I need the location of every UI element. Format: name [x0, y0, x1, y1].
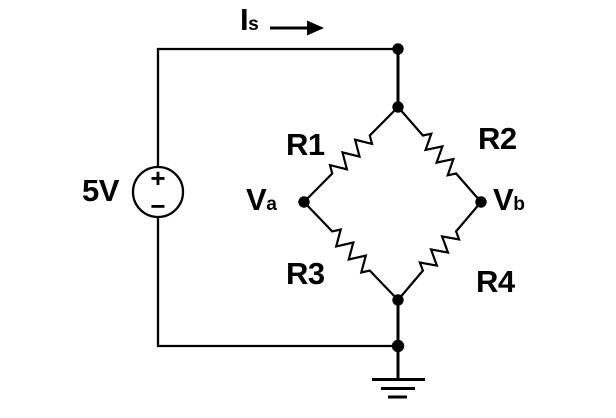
resistor-r4: [397, 201, 482, 301]
node-vb-label: Vb: [493, 184, 525, 215]
voltage-source-circle: [131, 165, 185, 219]
node-dot-vb: [475, 196, 487, 208]
node-dot-bridge-top: [392, 101, 404, 113]
node-va-label: Va: [246, 184, 277, 215]
va-base: V: [246, 182, 267, 217]
va-subscript: a: [266, 194, 277, 215]
current-base: I: [240, 2, 249, 37]
resistor-r3: [303, 201, 399, 301]
source-voltage-label: 5V: [82, 173, 119, 208]
minus-symbol: −: [150, 191, 165, 221]
wire-top-left: [156, 47, 398, 167]
resistor-r3-label: R3: [286, 256, 325, 291]
current-arrow-head-icon: [307, 20, 324, 36]
vb-base: V: [493, 182, 514, 217]
current-subscript: s: [248, 14, 259, 35]
node-dot-ground: [391, 339, 405, 353]
source-current-label: Is: [240, 4, 259, 35]
wire-bottom-left: [156, 217, 398, 348]
node-dot-va: [298, 196, 310, 208]
resistor-r1-label: R1: [286, 127, 325, 162]
resistor-r2: [397, 106, 482, 203]
resistor-r1: [303, 106, 399, 203]
vb-subscript: b: [513, 194, 525, 215]
resistor-r2-label: R2: [478, 121, 517, 156]
node-dot-top-corner: [392, 43, 404, 55]
plus-symbol: +: [150, 163, 165, 193]
resistor-r4-label: R4: [476, 264, 515, 299]
node-dot-bridge-bottom: [392, 294, 404, 306]
